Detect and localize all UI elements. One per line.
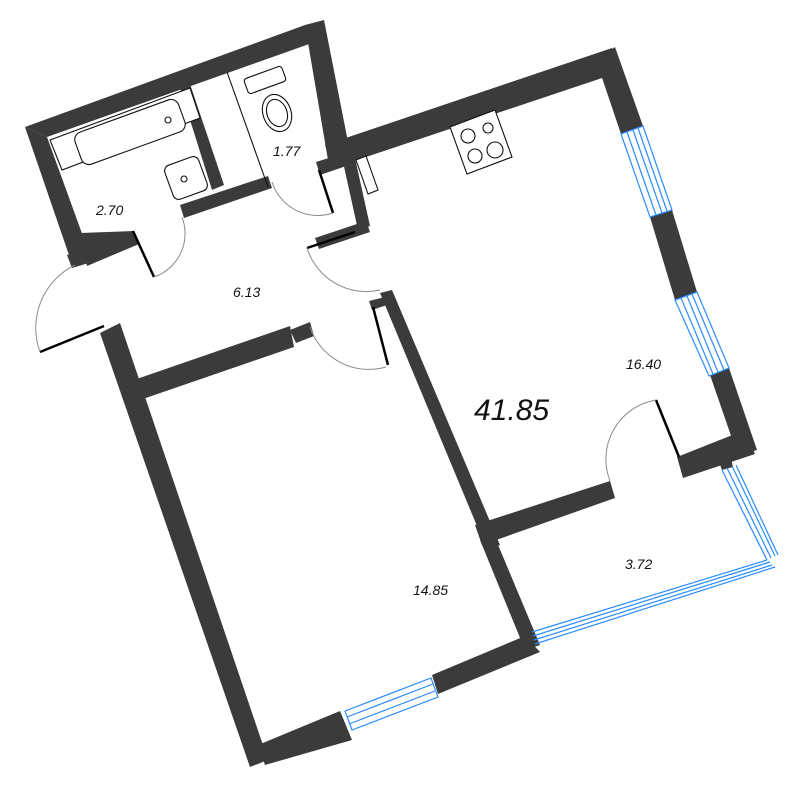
room-area-bedroom: 14.85 xyxy=(413,582,449,598)
door-swing-icon xyxy=(35,169,681,482)
toilet-icon xyxy=(226,65,293,188)
stove-icon xyxy=(449,109,513,175)
window-icon xyxy=(344,125,779,731)
room-area-kitchen-living: 16.40 xyxy=(626,356,662,372)
total-area: 41.85 xyxy=(474,394,550,427)
room-area-bathroom: 2.70 xyxy=(96,202,124,218)
kitchen-counter xyxy=(355,155,379,195)
room-area-balcony: 3.72 xyxy=(625,556,653,572)
sink-icon xyxy=(164,156,208,200)
bathroom-toilet-walls xyxy=(25,20,352,266)
bathtub-icon xyxy=(49,87,201,171)
main-walls xyxy=(67,47,757,767)
room-area-hallway: 6.13 xyxy=(233,284,261,300)
room-area-toilet: 1.77 xyxy=(273,143,301,159)
